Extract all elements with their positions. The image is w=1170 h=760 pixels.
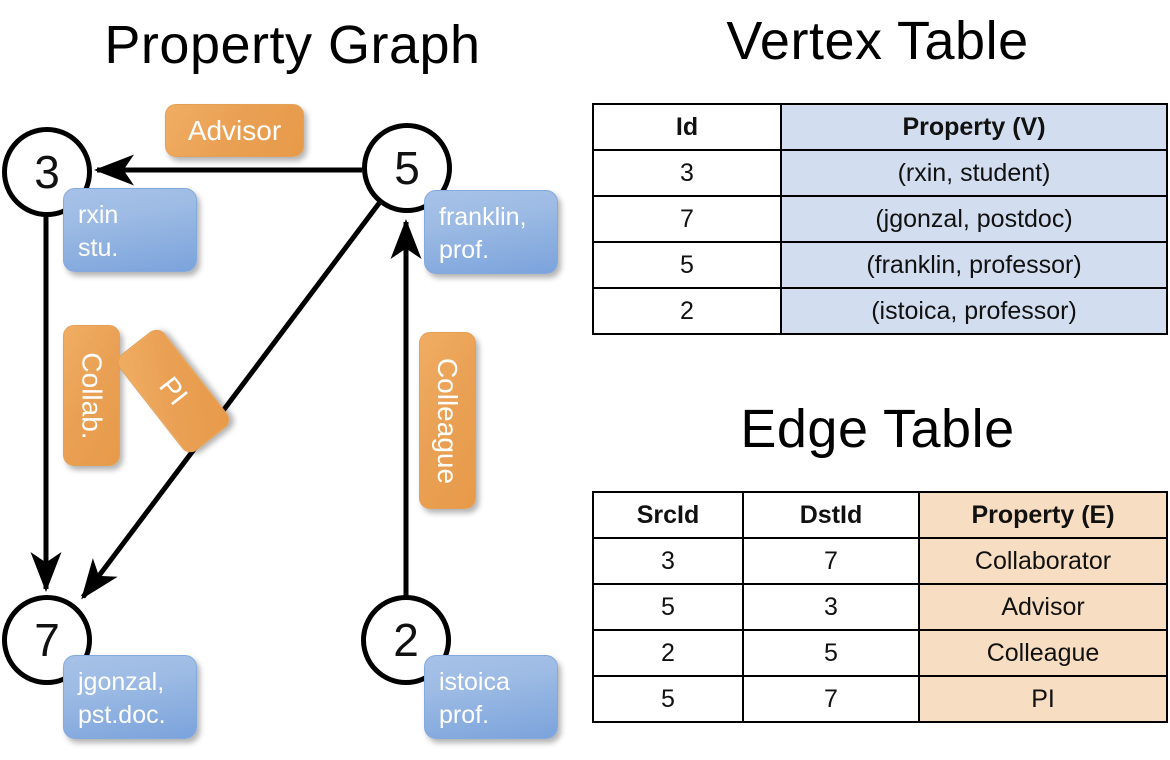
table-row: 2 (istoica, professor) bbox=[592, 287, 1168, 335]
vertex-cell-property: (rxin, student) bbox=[780, 149, 1168, 197]
edge-label-collab-text: Collab. bbox=[76, 351, 108, 440]
table-row: 3 7 Collaborator bbox=[592, 537, 1168, 585]
vertex-cell-id: 2 bbox=[592, 287, 782, 335]
table-row: 5 7 PI bbox=[592, 675, 1168, 723]
edge-label-colleague: Colleague bbox=[419, 332, 476, 509]
graph-node-3-id: 3 bbox=[34, 146, 60, 198]
graph-edges-layer bbox=[30, 154, 422, 600]
table-row: 7 (jgonzal, postdoc) bbox=[592, 195, 1168, 243]
edge-cell-dstid: 5 bbox=[742, 629, 920, 677]
vertex-cell-id: 3 bbox=[592, 149, 782, 197]
edge-cell-dstid: 7 bbox=[742, 675, 920, 723]
graph-node-5: 5 bbox=[362, 123, 452, 213]
edge-cell-property: Collaborator bbox=[918, 537, 1168, 585]
page-title-property-graph: Property Graph bbox=[104, 15, 481, 75]
vertex-table-header-property: Property (V) bbox=[780, 103, 1168, 151]
node-property-box-3: rxin stu. bbox=[63, 188, 197, 272]
vertex-cell-id: 7 bbox=[592, 195, 782, 243]
vertex-cell-id: 5 bbox=[592, 241, 782, 289]
table-row: 3 (rxin, student) bbox=[592, 149, 1168, 197]
node-property-box-7: jgonzal, pst.doc. bbox=[63, 655, 197, 739]
edge-cell-dstid: 3 bbox=[742, 583, 920, 631]
edge-label-advisor-text: Advisor bbox=[187, 114, 282, 146]
graph-node-7-id: 7 bbox=[34, 614, 60, 666]
graph-node-5-id: 5 bbox=[394, 142, 420, 194]
vertex-table-header-row: Id Property (V) bbox=[592, 103, 1168, 151]
graph-node-2-id: 2 bbox=[393, 614, 419, 666]
edge-cell-property: Advisor bbox=[918, 583, 1168, 631]
edge-cell-srcid: 5 bbox=[592, 583, 744, 631]
page-title-edge-table: Edge Table bbox=[740, 399, 1015, 459]
edge-label-collab: Collab. bbox=[63, 325, 120, 466]
vertex-cell-property: (franklin, professor) bbox=[780, 241, 1168, 289]
edge-table-header-row: SrcId DstId Property (E) bbox=[592, 491, 1168, 539]
edge-cell-srcid: 3 bbox=[592, 537, 744, 585]
table-row: 5 3 Advisor bbox=[592, 583, 1168, 631]
edge-table-header-dstid: DstId bbox=[742, 491, 920, 539]
edge-arrow-pi bbox=[81, 200, 382, 600]
edge-cell-property: PI bbox=[918, 675, 1168, 723]
edge-cell-dstid: 7 bbox=[742, 537, 920, 585]
edge-cell-srcid: 5 bbox=[592, 675, 744, 723]
node-property-box-2: istoica prof. bbox=[424, 655, 558, 739]
vertex-table-header-id: Id bbox=[592, 103, 782, 151]
edge-table-header-srcid: SrcId bbox=[592, 491, 744, 539]
edge-cell-property: Colleague bbox=[918, 629, 1168, 677]
vertex-table: Id Property (V) 3 (rxin, student) 7 (jgo… bbox=[592, 103, 1168, 335]
page-title-vertex-table: Vertex Table bbox=[726, 11, 1029, 71]
graph-node-2: 2 bbox=[361, 595, 451, 685]
edge-table: SrcId DstId Property (E) 3 7 Collaborato… bbox=[592, 491, 1168, 723]
vertex-cell-property: (jgonzal, postdoc) bbox=[780, 195, 1168, 243]
edge-label-advisor: Advisor bbox=[165, 104, 304, 157]
table-row: 2 5 Colleague bbox=[592, 629, 1168, 677]
edge-label-pi-text: PI bbox=[153, 370, 195, 411]
edge-table-header-property: Property (E) bbox=[918, 491, 1168, 539]
edge-label-colleague-text: Colleague bbox=[432, 357, 464, 484]
vertex-cell-property: (istoica, professor) bbox=[780, 287, 1168, 335]
edge-cell-srcid: 2 bbox=[592, 629, 744, 677]
table-row: 5 (franklin, professor) bbox=[592, 241, 1168, 289]
node-property-box-5: franklin, prof. bbox=[424, 190, 558, 274]
